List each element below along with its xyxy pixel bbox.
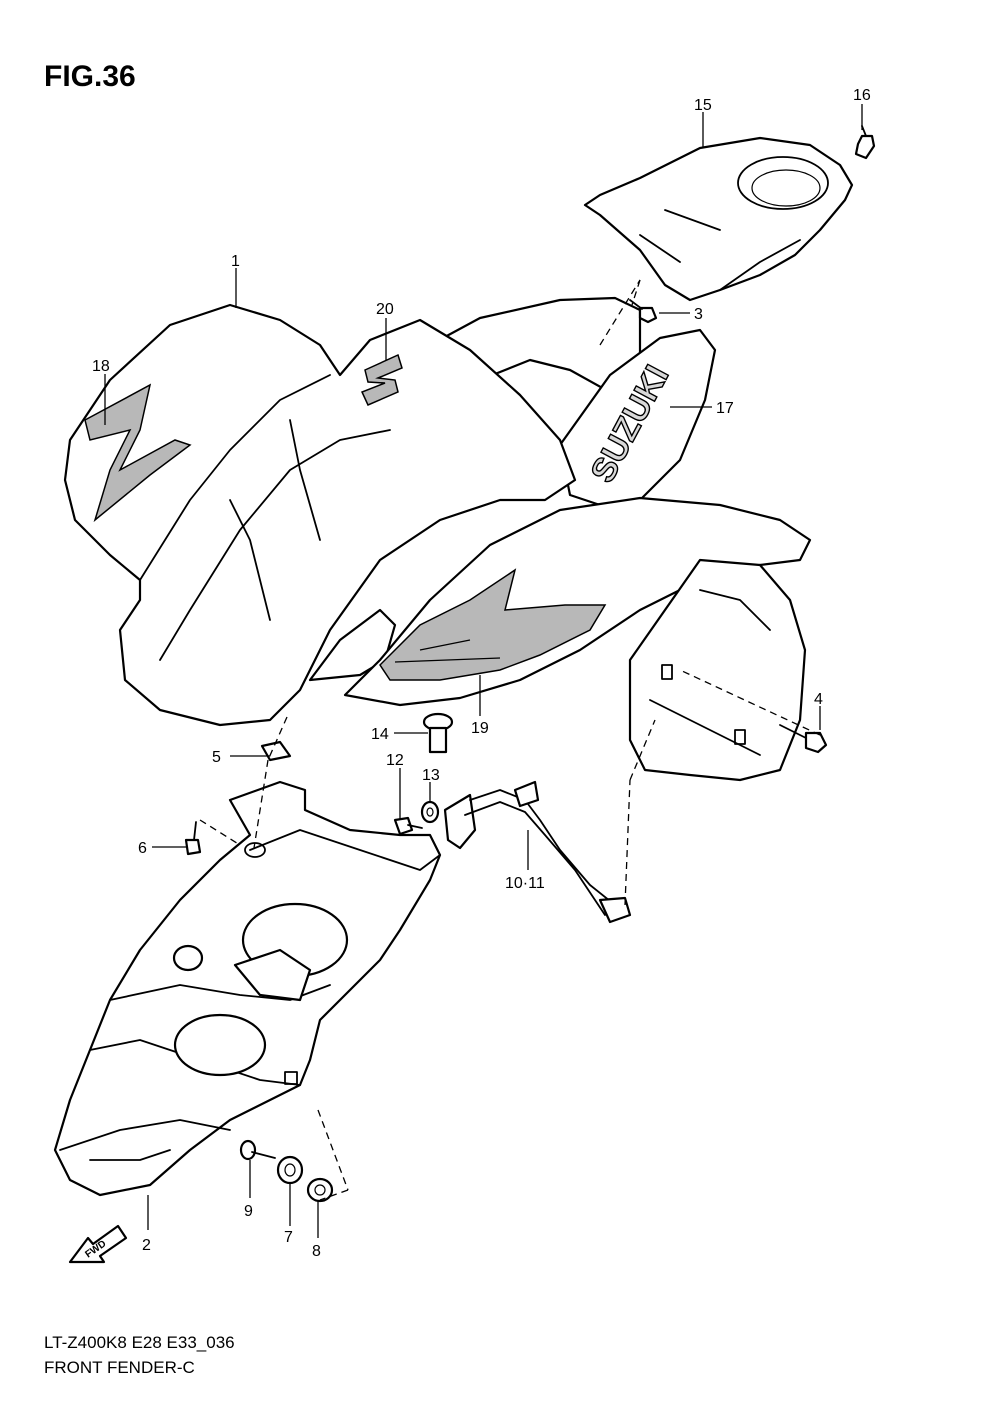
part-1-front-fender	[63, 303, 577, 727]
callout-14: 14	[371, 726, 389, 743]
callout-7: 7	[284, 1229, 293, 1246]
callout-16: 16	[853, 87, 871, 104]
callout-15: 15	[694, 97, 712, 114]
part-6-screw	[184, 821, 202, 856]
part-20-emblem	[360, 353, 403, 406]
part-15-upper-cover	[583, 136, 854, 302]
part-4-bolt	[779, 724, 828, 754]
footer-model-code: LT-Z400K8 E28 E33_036	[44, 1333, 235, 1352]
callout-12: 12	[386, 752, 404, 769]
part-2-inner-fender	[53, 780, 442, 1197]
part-18-z-decal	[84, 383, 192, 523]
callout-6: 6	[138, 840, 147, 857]
callout-3: 3	[694, 306, 703, 323]
part-5-nut	[260, 740, 292, 762]
callout-9: 9	[244, 1203, 253, 1220]
footer-figure-name: FRONT FENDER-C	[44, 1358, 195, 1377]
callout-17: 17	[716, 400, 734, 417]
callout-20: 20	[376, 301, 394, 318]
callout-18: 18	[92, 358, 110, 375]
callout-4: 4	[814, 691, 823, 708]
part-8-collar	[306, 1177, 334, 1203]
part-17-side-panel: SUZUKI	[428, 296, 717, 507]
part-3-screw	[629, 299, 658, 324]
part-7-grommet	[276, 1155, 304, 1185]
callout-5: 5	[212, 749, 221, 766]
part-14-stopper	[422, 712, 454, 754]
assembly-lines	[199, 279, 821, 1201]
callout-13: 13	[422, 767, 440, 784]
part-16-clip	[854, 125, 876, 160]
callout-8: 8	[312, 1243, 321, 1260]
part-13-washer	[420, 800, 440, 824]
part-19-side-decal	[379, 568, 607, 681]
leader-lines	[104, 104, 863, 1238]
part-9-bolt	[239, 1139, 276, 1161]
part-10-11-bracket	[443, 780, 632, 924]
fwd-arrow-icon: FWD	[68, 1224, 128, 1264]
callout-2: 2	[142, 1237, 151, 1254]
figure-title: FIG.36	[44, 60, 136, 93]
callout-1: 1	[231, 253, 240, 270]
callout-10-11: 10·11	[505, 875, 545, 892]
callout-19: 19	[471, 720, 489, 737]
part-12-bolt	[393, 816, 423, 836]
callout-labels: 1 2 3 4 5 6 7 8 9 10·11 12 13 14 15 16 1…	[92, 87, 871, 1260]
